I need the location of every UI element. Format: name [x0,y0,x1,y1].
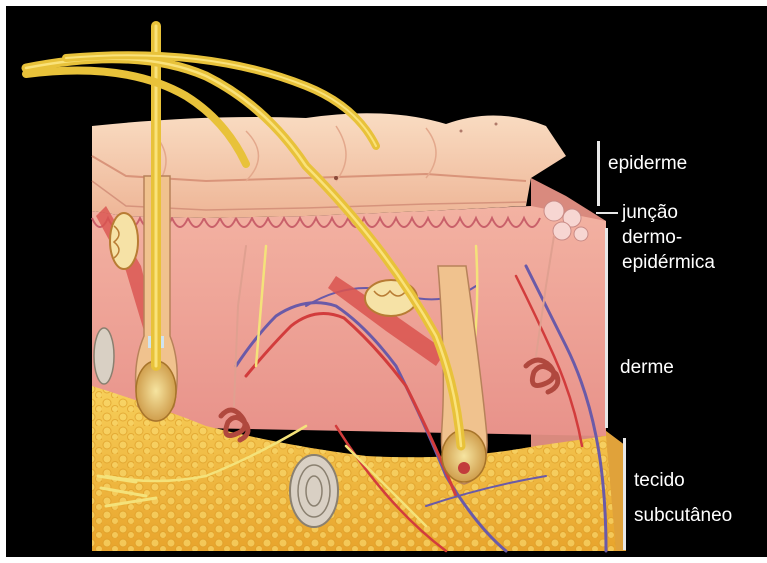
label-hypodermis-line1: tecido [634,469,685,493]
label-epidermis: epiderme [608,152,687,176]
junction-pointer [596,212,618,214]
hypodermis-bracket [623,438,626,550]
diagram-panel: epiderme junção dermo- epidérmica derme … [6,6,767,557]
label-junction-line2: dermo- [622,226,682,250]
label-hypodermis-line2: subcutâneo [634,504,732,528]
label-junction-line1: junção [622,201,678,225]
dermis-bracket [605,228,608,428]
epidermis-bracket [597,141,600,206]
label-junction-line3: epidérmica [622,251,715,275]
label-dermis: derme [620,356,674,380]
